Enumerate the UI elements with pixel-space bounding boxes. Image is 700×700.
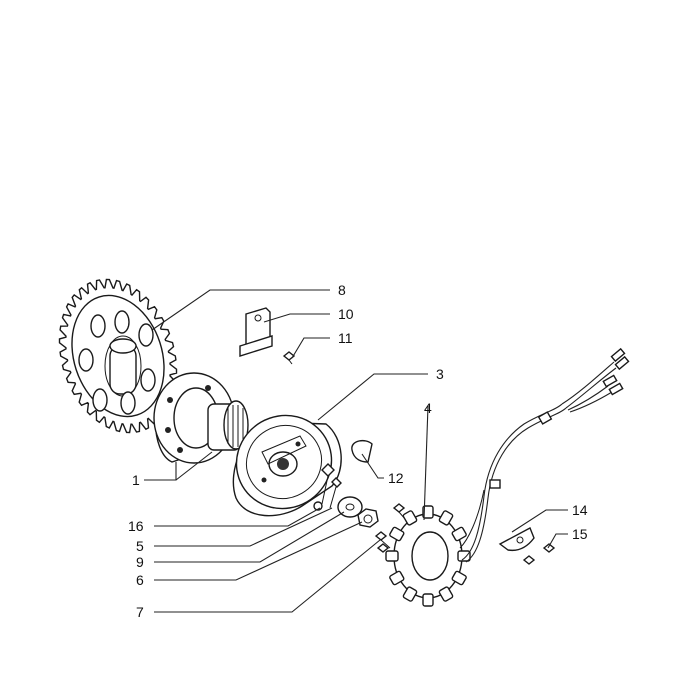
callout-3: 3: [436, 366, 444, 382]
callout-14: 14: [572, 502, 588, 518]
stator-coil: [385, 489, 485, 607]
stator-pole: [422, 593, 434, 607]
callout-5: 5: [136, 538, 144, 554]
callout-labels: 8 10 11 3 4 12 1 16 5 9 6 7 14 15: [128, 282, 588, 620]
stator-pole: [402, 510, 418, 526]
stator-pole: [385, 550, 399, 562]
sprocket-gear: [58, 278, 178, 434]
flywheel-rotor: [232, 414, 342, 517]
callout-8: 8: [338, 282, 346, 298]
stator-pole: [451, 526, 467, 542]
wiring-harness: [461, 347, 630, 563]
stator-pole: [457, 550, 471, 562]
callout-9: 9: [136, 554, 144, 570]
starter-clutch: [153, 372, 249, 464]
leader-lines: [144, 289, 568, 613]
hardware-bolts: [313, 463, 407, 553]
stator-pole: [402, 586, 418, 602]
callout-1: 1: [132, 472, 140, 488]
stator-pole: [422, 505, 434, 519]
stator-pole: [389, 570, 405, 586]
callout-15: 15: [572, 526, 588, 542]
callout-11: 11: [338, 330, 353, 346]
woodruff-key: [351, 439, 373, 463]
callout-7: 7: [136, 604, 144, 620]
stator-pole: [438, 586, 454, 602]
screw-11: [282, 351, 296, 365]
stator-pole: [438, 510, 454, 526]
stator-pole: [389, 526, 405, 542]
callout-10: 10: [338, 306, 354, 322]
screw-15: [522, 543, 556, 565]
stator-pole: [451, 570, 467, 586]
callout-4: 4: [424, 400, 432, 416]
callout-12: 12: [388, 470, 404, 486]
cable-clamp: [498, 527, 535, 552]
mounting-bracket: [239, 307, 273, 357]
callout-6: 6: [136, 572, 144, 588]
callout-16: 16: [128, 518, 144, 534]
